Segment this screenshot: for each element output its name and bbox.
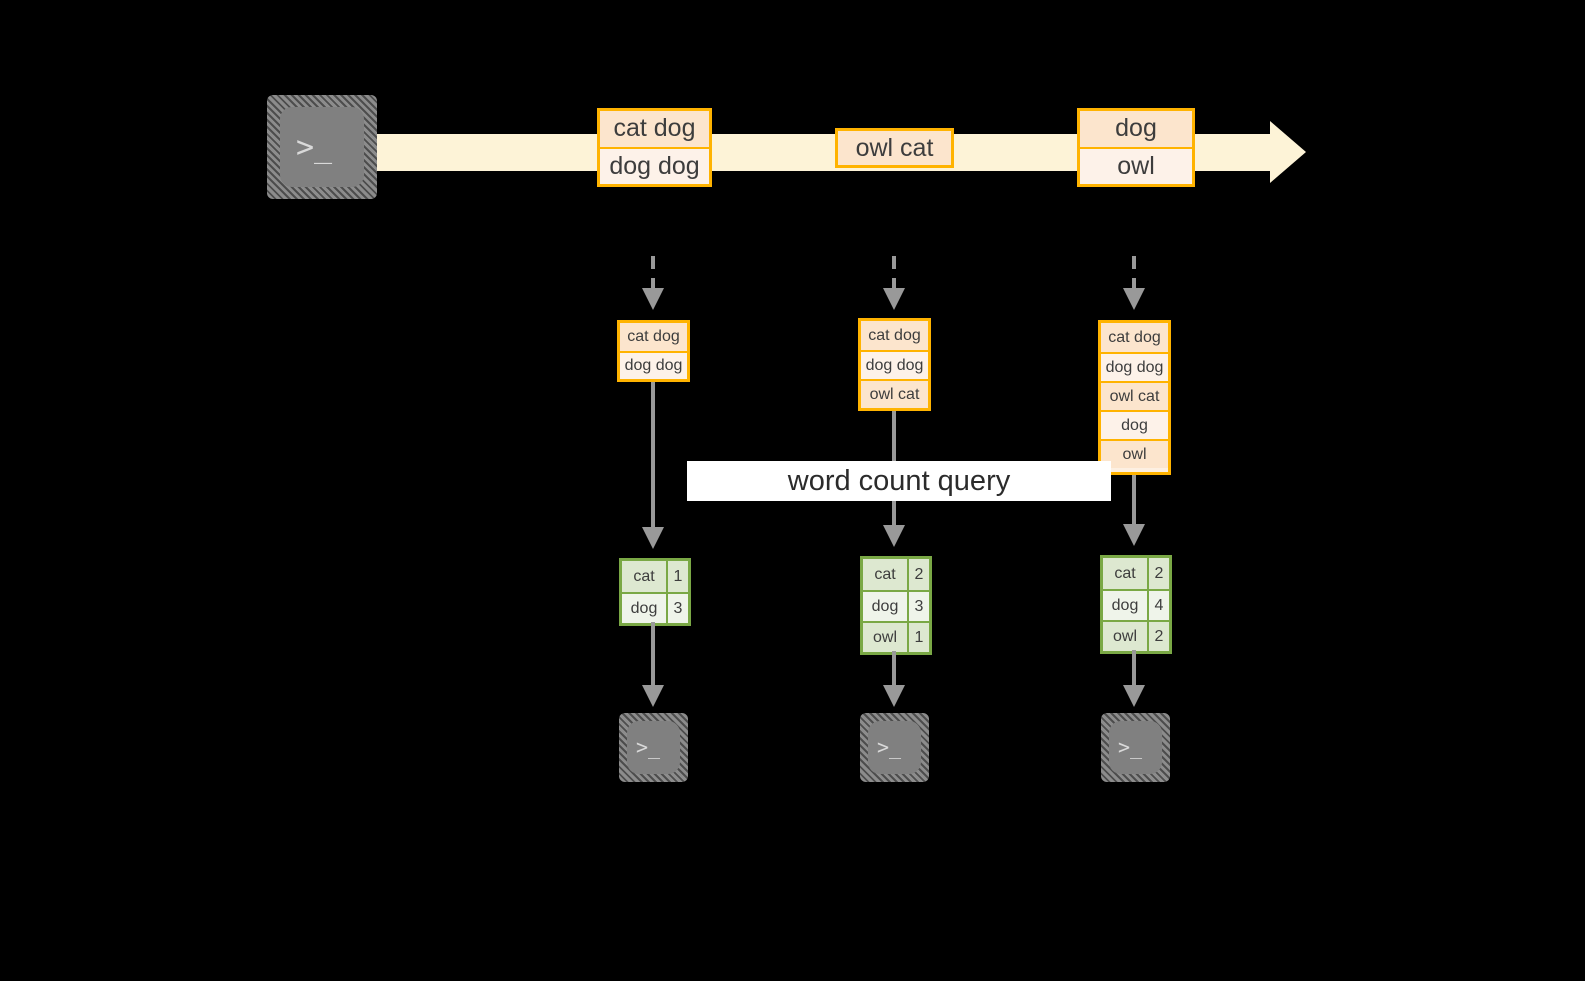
table-row: dog 4	[1103, 589, 1169, 620]
table-row: dog 3	[863, 590, 929, 621]
snapshot-1-query-line	[651, 382, 655, 529]
result-word: owl	[863, 623, 909, 652]
snapshot-2-sink-arrowhead-icon	[883, 685, 905, 707]
stream-to-snapshot-2-dashed-line	[892, 256, 896, 290]
result-word: cat	[863, 559, 909, 590]
table-row: dog 3	[622, 592, 688, 623]
stream-to-snapshot-1-dashed-line	[651, 256, 655, 290]
table-row: owl 2	[1103, 620, 1169, 651]
stream-event-group-3[interactable]: dog owl	[1077, 108, 1195, 187]
result-count: 1	[673, 567, 683, 585]
result-word: cat	[622, 561, 668, 592]
result-count: 1	[914, 628, 924, 646]
stream-to-snapshot-2-arrowhead-icon	[883, 288, 905, 310]
result-count: 3	[914, 597, 924, 615]
snapshot-2-query-arrowhead-icon	[883, 525, 905, 547]
stream-event-group-2[interactable]: owl cat	[835, 128, 954, 168]
stream-to-snapshot-3-dashed-line	[1132, 256, 1136, 290]
snapshot-3-query-arrowhead-icon	[1123, 524, 1145, 546]
stream-event: owl	[1080, 146, 1192, 184]
result-count: 2	[1154, 564, 1164, 582]
stream-event: cat dog	[600, 111, 709, 147]
snapshot-3-query-line	[1132, 475, 1136, 527]
source-terminal-icon[interactable]: >_	[267, 95, 377, 199]
snapshot-2-input-events[interactable]: cat dog dog dog owl cat	[858, 318, 931, 411]
stream-event: owl cat	[838, 131, 951, 165]
snapshot-input-event: dog	[1101, 410, 1168, 439]
snapshot-1-result-table[interactable]: cat 1 dog 3	[619, 558, 691, 626]
result-count: 2	[914, 565, 924, 583]
snapshot-3-sink-arrowhead-icon	[1123, 685, 1145, 707]
result-word: dog	[863, 592, 909, 621]
snapshot-3-input-events[interactable]: cat dog dog dog owl cat dog owl	[1098, 320, 1171, 475]
table-row: cat 1	[622, 561, 688, 592]
terminal-prompt-glyph: >_	[296, 130, 333, 165]
terminal-face	[280, 107, 364, 187]
stream-event-group-1[interactable]: cat dog dog dog	[597, 108, 712, 187]
snapshot-input-event: dog dog	[861, 350, 928, 379]
terminal-prompt-glyph: >_	[877, 735, 902, 759]
result-word: owl	[1103, 622, 1149, 651]
table-row: owl 1	[863, 621, 929, 652]
terminal-face	[868, 721, 921, 774]
snapshot-2-sink-line	[892, 651, 896, 687]
snapshot-1-input-events[interactable]: cat dog dog dog	[617, 320, 690, 382]
snapshot-1-sink-line	[651, 622, 655, 687]
snapshot-input-event: owl	[1101, 439, 1168, 468]
stream-arrowhead-icon	[1270, 121, 1306, 183]
snapshot-input-event: owl cat	[861, 379, 928, 408]
stream-to-snapshot-1-arrowhead-icon	[642, 288, 664, 310]
snapshot-input-event: cat dog	[1101, 323, 1168, 352]
result-word: cat	[1103, 558, 1149, 589]
result-count: 2	[1154, 627, 1164, 645]
terminal-face	[1109, 721, 1162, 774]
snapshot-3-sink-line	[1132, 650, 1136, 687]
table-row: cat 2	[863, 559, 929, 590]
snapshot-1-query-arrowhead-icon	[642, 527, 664, 549]
snapshot-2-sink-terminal-icon[interactable]: >_	[860, 713, 929, 782]
terminal-face	[627, 721, 680, 774]
result-word: dog	[622, 594, 668, 623]
snapshot-input-event: cat dog	[620, 323, 687, 351]
snapshot-3-sink-terminal-icon[interactable]: >_	[1101, 713, 1170, 782]
stream-event: dog dog	[600, 146, 709, 184]
snapshot-input-event: dog dog	[1101, 352, 1168, 381]
snapshot-2-result-table[interactable]: cat 2 dog 3 owl 1	[860, 556, 932, 655]
terminal-prompt-glyph: >_	[636, 735, 661, 759]
snapshot-1-sink-arrowhead-icon	[642, 685, 664, 707]
snapshot-input-event: cat dog	[861, 321, 928, 350]
snapshot-input-event: owl cat	[1101, 381, 1168, 410]
result-count: 4	[1154, 596, 1164, 614]
stream-event: dog	[1080, 111, 1192, 147]
query-banner: word count query	[687, 461, 1111, 501]
result-count: 3	[673, 599, 683, 617]
terminal-prompt-glyph: >_	[1118, 735, 1143, 759]
result-word: dog	[1103, 591, 1149, 620]
snapshot-input-event: dog dog	[620, 350, 687, 379]
table-row: cat 2	[1103, 558, 1169, 589]
stream-to-snapshot-3-arrowhead-icon	[1123, 288, 1145, 310]
query-label: word count query	[787, 464, 1011, 497]
snapshot-3-result-table[interactable]: cat 2 dog 4 owl 2	[1100, 555, 1172, 654]
snapshot-1-sink-terminal-icon[interactable]: >_	[619, 713, 688, 782]
